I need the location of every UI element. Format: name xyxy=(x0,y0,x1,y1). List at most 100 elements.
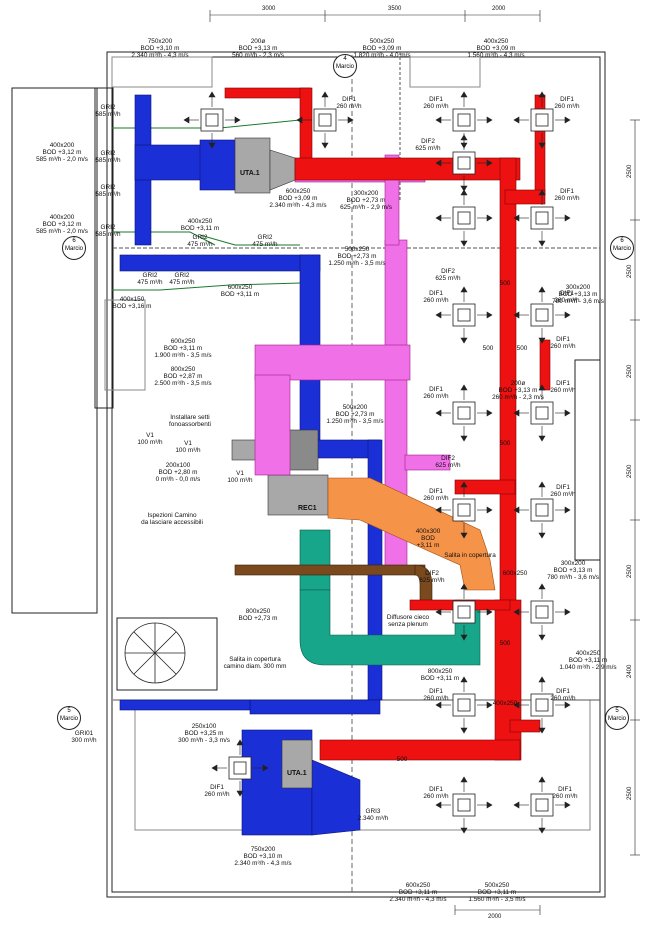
label-line: BOD +3,11 m xyxy=(398,889,438,896)
dim-top-2: 3500 xyxy=(388,6,402,12)
label-line: 500 xyxy=(396,756,408,763)
flow-arrow-head xyxy=(460,286,468,293)
label-line: senza plenum xyxy=(388,621,428,628)
dim-right-4: 2500 xyxy=(627,464,633,478)
label-line: 800x250 xyxy=(427,668,453,675)
label-line: 260 m³/h xyxy=(204,791,230,798)
blue-horizontal xyxy=(119,254,321,272)
label-line: 500x250 xyxy=(344,246,370,253)
flow-arrow-head xyxy=(460,532,468,539)
flow-arrow-head xyxy=(486,608,493,616)
label-line: BOD +3,09 m xyxy=(362,45,402,52)
flow-arrow-head xyxy=(435,506,442,514)
label-line: Salita in copertura xyxy=(444,552,496,559)
flow-arrow-head xyxy=(183,116,190,124)
uta-bottom[interactable] xyxy=(281,739,313,789)
diffuser-core xyxy=(535,406,549,420)
diffuser-core xyxy=(457,605,471,619)
label-line: 500x200 xyxy=(342,404,368,411)
label-line: DIF1 xyxy=(556,336,570,343)
label-line: DIF1 xyxy=(556,688,570,695)
flow-arrow-head xyxy=(538,634,546,641)
label-line: 500 xyxy=(499,640,511,647)
flow-arrow-head xyxy=(211,764,218,772)
label-line: BOD +3,11 m xyxy=(420,675,460,682)
supply-ducts xyxy=(224,87,551,761)
label-line: BOD +2,73 m xyxy=(346,197,386,204)
label-line: 1.560 m³/h - 4,3 m/s xyxy=(467,52,525,59)
label-duct-in-red-e: 600x250 xyxy=(475,570,555,577)
label-line: 600x250 xyxy=(502,570,528,577)
label-line: 260 m³/h xyxy=(554,103,580,110)
room-top-left xyxy=(111,56,213,88)
label-line: 400x150 xyxy=(119,296,145,303)
dim-right-3: 2500 xyxy=(627,364,633,378)
label-line: 260 m³/h xyxy=(423,297,449,304)
label-line: BOD +3,10 m xyxy=(140,45,180,52)
label-line: 625 m³/h xyxy=(435,462,461,469)
label-line: 400x250 xyxy=(483,38,509,45)
teal-riser xyxy=(299,529,331,591)
label-line: 625 m³/h xyxy=(415,145,441,152)
label-duct-in-red-f: 400x250 xyxy=(465,700,545,707)
label-line: 2.500 m³/h - 3,5 m/s xyxy=(154,380,212,387)
teal-loop xyxy=(299,589,481,666)
red-main-top xyxy=(294,157,521,181)
label-line: 585 m³/h xyxy=(95,111,121,118)
flow-arrow-head xyxy=(460,435,468,442)
label-line: 475 m³/h xyxy=(252,241,278,248)
flow-arrow-head xyxy=(513,608,520,616)
rec-unit[interactable] xyxy=(267,474,329,516)
diffuser-core xyxy=(457,211,471,225)
label-line: 200ø xyxy=(250,38,266,45)
flow-arrow-head xyxy=(564,701,571,709)
label-line: 600x250 xyxy=(405,882,431,889)
blue-plenum xyxy=(199,139,241,191)
label-line: BOD +3,16 m xyxy=(112,303,152,310)
label-line: 585 m³/h - 2,0 m/s xyxy=(36,228,88,235)
label-line: 260 m³/h xyxy=(423,495,449,502)
flow-arrow-head xyxy=(460,185,468,192)
label-line: Installare setti xyxy=(170,414,210,421)
uta-top[interactable] xyxy=(234,137,271,194)
label-line: 800x250 xyxy=(170,366,196,373)
label-line: 1.900 m³/h - 3,5 m/s xyxy=(154,352,212,359)
diffuser-core xyxy=(233,761,247,775)
label-line: 100 m³/h xyxy=(227,477,253,484)
flow-arrow-head xyxy=(460,240,468,247)
label-line: DIF1 xyxy=(342,96,356,103)
label-duct-in-red-b: 500 xyxy=(465,440,545,447)
label-line: 600x250 xyxy=(170,338,196,345)
flow-arrow-head xyxy=(435,311,442,319)
label-line: BOD +3,10 m xyxy=(243,853,283,860)
flow-arrow-head xyxy=(435,608,442,616)
label-line: 750x200 xyxy=(147,38,173,45)
label-line: 200x100 xyxy=(165,462,191,469)
wall-left-annex xyxy=(11,87,98,614)
label-line: V1 xyxy=(146,432,154,439)
flow-arrow-head xyxy=(296,116,303,124)
label-line: 500 xyxy=(499,440,511,447)
label-line: Diffusore cieco xyxy=(386,614,430,621)
label-line: BOD +2,73 m xyxy=(238,615,278,622)
flow-arrow-head xyxy=(538,676,546,683)
